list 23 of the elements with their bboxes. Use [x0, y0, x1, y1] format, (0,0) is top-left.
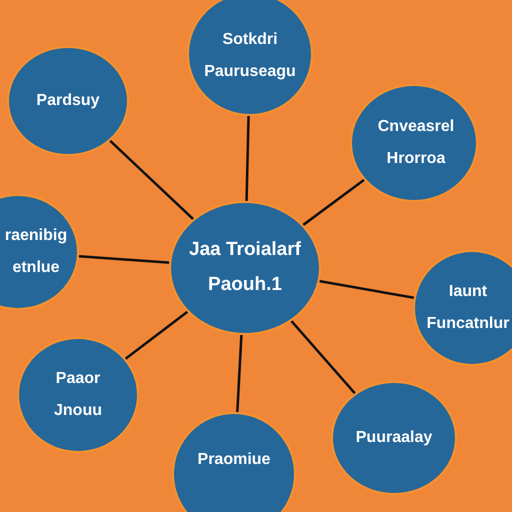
node-label: Praomiue	[198, 451, 270, 469]
node-label: Hrorroa	[386, 150, 446, 168]
node-label: Jnouu	[54, 402, 102, 420]
node-label: Pauruseagu	[204, 63, 296, 81]
connector-line	[245, 116, 250, 202]
node-label: Pardsuy	[36, 92, 100, 110]
node-label: Funcatnlur	[426, 315, 510, 333]
node-label: raenibig	[4, 227, 68, 245]
node-label: Paouh.1	[208, 275, 282, 296]
node-label: Cnveasrel	[378, 118, 454, 136]
connector-line	[236, 334, 243, 412]
node-label: Paaor	[56, 370, 100, 388]
connector-line	[290, 320, 356, 394]
node-label: Sotkdri	[222, 31, 278, 49]
node-label: etnlue	[12, 259, 60, 277]
node-label: Iaunt	[448, 283, 488, 301]
node-label: Puuraalay	[356, 429, 432, 447]
connector-line	[302, 178, 365, 226]
connector-line	[78, 255, 170, 264]
connector-line	[109, 140, 194, 220]
connector-line	[124, 310, 188, 360]
connector-line	[319, 280, 414, 299]
node-label: Jaa Troialarf	[189, 240, 301, 261]
